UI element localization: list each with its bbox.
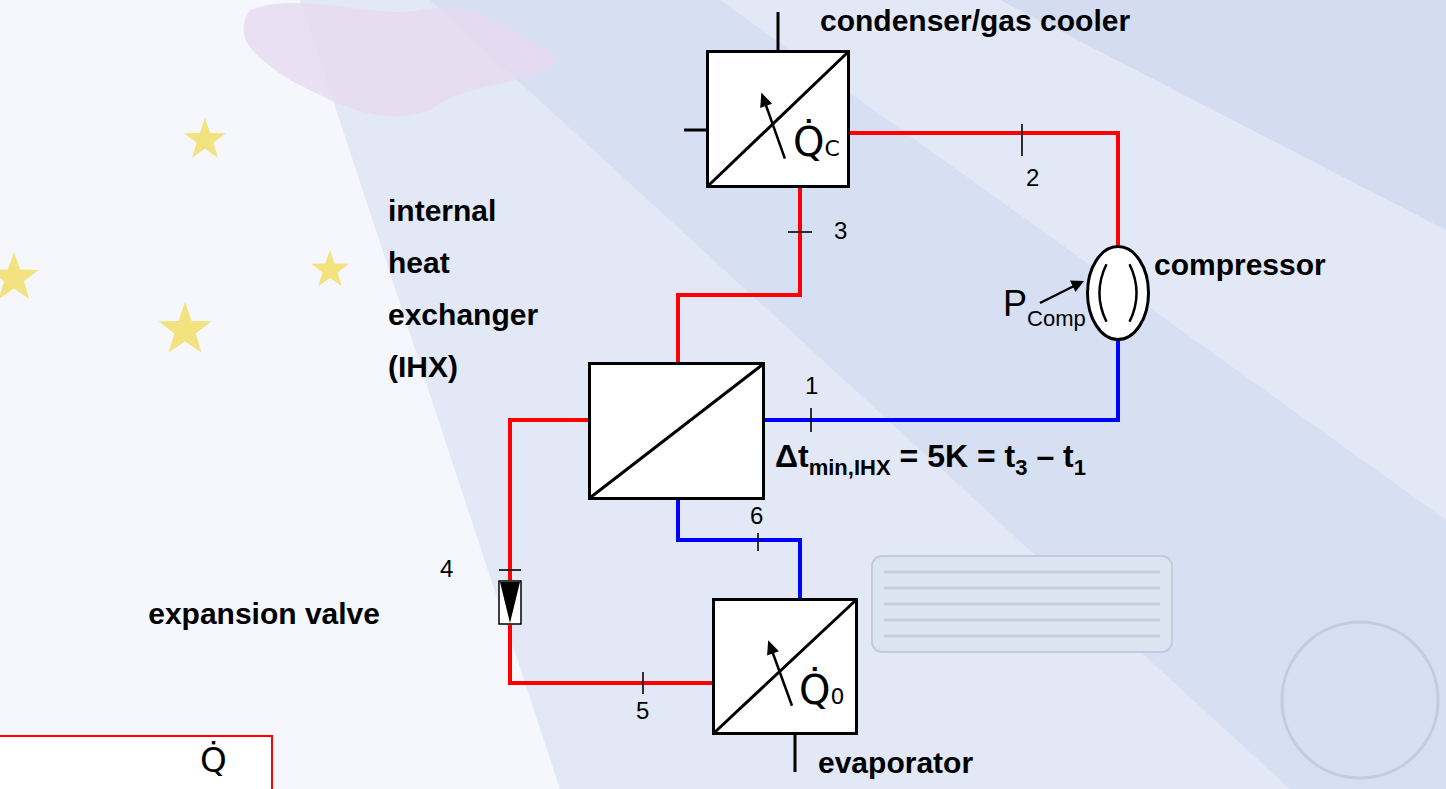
symbol-outline: [1086, 245, 1150, 341]
compressor-stroke: [1130, 264, 1137, 322]
low-pressure-line: [765, 341, 1118, 420]
exchanger-diagonal: [591, 365, 762, 497]
state-number: 4: [440, 555, 453, 583]
heat-flow-arrow: [772, 650, 792, 706]
background-band: [430, 0, 1446, 789]
power-subscript: Comp: [1027, 306, 1086, 332]
eu-star: [184, 118, 226, 158]
formula-text: = 5K = t: [900, 438, 1016, 475]
formula-text: Q̇: [200, 740, 227, 780]
formula-fragment: Q̇: [200, 740, 227, 780]
background-photo: [300, 0, 1446, 789]
air-stub: [777, 12, 780, 50]
power-arrow: [1040, 281, 1084, 304]
state-tick: [499, 569, 521, 571]
valve-triangle: [500, 582, 520, 623]
compressor-circle: [1088, 247, 1149, 340]
compressor-symbol: compressor: [1086, 245, 1150, 341]
high-pressure-line: [850, 133, 1118, 245]
formula-text: Δt: [775, 438, 809, 475]
exchanger-diagonal: [715, 601, 855, 732]
state-tick: [810, 408, 812, 432]
power-symbol: P: [1003, 283, 1027, 325]
state-tick: [642, 672, 644, 694]
state-number: 1: [805, 372, 818, 400]
air-stub: [794, 735, 797, 772]
symbol-outline: [591, 365, 762, 497]
high-pressure-line: [510, 625, 712, 683]
state-tick: [757, 533, 759, 551]
component-label: compressor: [1154, 247, 1326, 283]
formula-subscript: min,IHX: [809, 455, 891, 481]
component-label: expansion valve: [148, 596, 380, 632]
heat-flow-arrowhead: [760, 93, 772, 108]
component-label: condenser/gas cooler: [820, 3, 1130, 39]
compressor-stroke: [1099, 264, 1106, 322]
state-number: 2: [1026, 164, 1039, 192]
map-outline: [244, 3, 560, 117]
state-number: 6: [750, 502, 763, 530]
heat-flow-symbol: Q̇C: [793, 119, 840, 165]
dashboard-gauge: [1282, 622, 1438, 778]
component-label: evaporator: [818, 745, 973, 781]
formula-text: – t: [1036, 438, 1073, 475]
evaporator-box: Q̇0evaporator: [712, 598, 858, 735]
eu-star: [0, 252, 39, 299]
symbol-outline: [715, 601, 855, 732]
eu-star: [158, 302, 211, 353]
high-pressure-line: [510, 420, 588, 580]
formula-frame: [0, 736, 272, 789]
air-stub: [684, 129, 706, 132]
valve-body: [499, 581, 521, 624]
heat-flow-arrow: [765, 102, 785, 159]
state-number: 3: [834, 217, 847, 245]
state-tick: [1021, 124, 1023, 156]
state-tick: [788, 231, 812, 233]
expansion-valve-symbol: expansion valve: [498, 580, 522, 625]
high-pressure-line: [678, 188, 800, 362]
symbol-outline: [498, 580, 522, 625]
symbol-outline: [709, 53, 847, 185]
internal-heat-exchanger-box: internal heat exchanger (IHX): [588, 362, 765, 500]
heat-flow-symbol: Q̇0: [799, 667, 844, 713]
formula-row: Δtmin,IHX= 5K = t3– t1: [775, 438, 1086, 475]
dashboard-vent: [872, 556, 1172, 652]
power-label: PComp: [1003, 283, 1086, 325]
formula-subscript: 3: [1015, 455, 1027, 481]
eu-star: [311, 250, 349, 286]
formula-subscript: 1: [1074, 455, 1086, 481]
state-number: 5: [636, 697, 649, 725]
heat-flow-arrowhead: [767, 640, 779, 655]
component-label: internal heat exchanger (IHX): [388, 185, 553, 393]
exchanger-diagonal: [709, 53, 847, 185]
low-pressure-line: [678, 500, 800, 598]
gas-cooler-box: condenser/gas coolerQ̇C: [706, 50, 850, 188]
